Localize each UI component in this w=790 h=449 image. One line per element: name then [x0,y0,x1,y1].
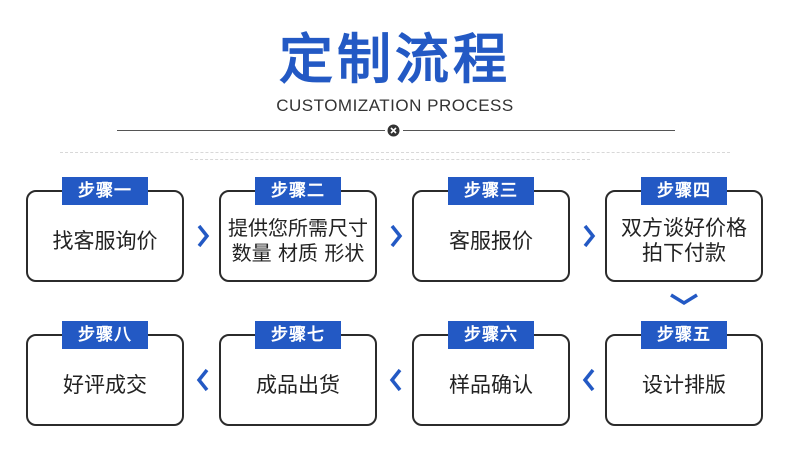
page-subtitle: CUSTOMIZATION PROCESS [276,96,514,115]
step-badge: 步骤一 [62,177,148,205]
step-text: 设计排版 [642,372,726,397]
step-badge: 步骤三 [448,177,534,205]
step-text: 提供您所需尺寸 数量 材质 形状 [228,216,368,265]
chevron-down-icon [669,292,699,306]
step-text: 样品确认 [449,372,533,397]
decorative-dotted-line [190,159,590,161]
step-text: 好评成交 [63,372,147,397]
step-text: 客服报价 [449,228,533,253]
step-card-4: 步骤四 双方谈好价格 拍下付款 [605,177,763,282]
step-badge: 步骤二 [255,177,341,205]
step-badge: 步骤四 [641,177,727,205]
x-mark-icon [387,124,400,137]
step-card-5: 步骤五 设计排版 [605,321,763,426]
step-card-6: 步骤六 样品确认 [412,321,570,426]
chevron-left-icon [389,368,403,392]
decorative-dotted-line [60,152,730,154]
chevron-right-icon [389,224,403,248]
chevron-left-icon [196,368,210,392]
chevron-right-icon [582,224,596,248]
step-card-7: 步骤七 成品出货 [219,321,377,426]
step-badge: 步骤八 [62,321,148,349]
step-card-2: 步骤二 提供您所需尺寸 数量 材质 形状 [219,177,377,282]
step-card-1: 步骤一 找客服询价 [26,177,184,282]
step-text: 找客服询价 [52,228,158,253]
step-text: 双方谈好价格 拍下付款 [621,216,747,265]
chevron-left-icon [582,368,596,392]
step-text: 成品出货 [256,372,340,397]
divider-line-right [403,130,675,131]
step-card-3: 步骤三 客服报价 [412,177,570,282]
step-badge: 步骤五 [641,321,727,349]
step-badge: 步骤六 [448,321,534,349]
chevron-right-icon [196,224,210,248]
step-badge: 步骤七 [255,321,341,349]
page-title: 定制流程 [279,28,511,91]
divider-line-left [117,130,385,131]
step-card-8: 步骤八 好评成交 [26,321,184,426]
